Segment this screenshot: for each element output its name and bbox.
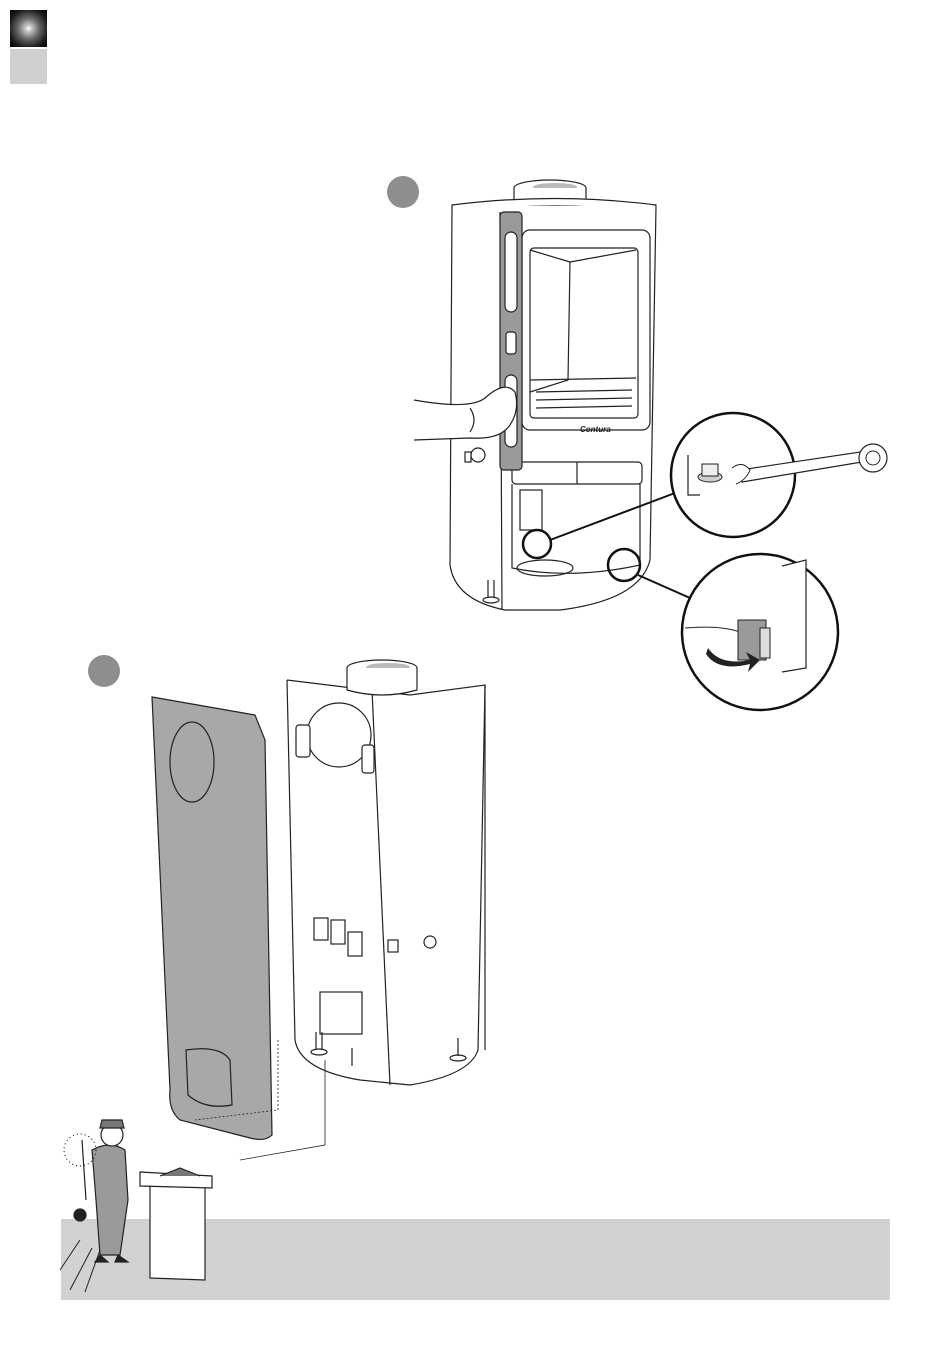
stove-front-illustration — [414, 180, 656, 610]
adjustable-foot-detail — [671, 413, 887, 537]
mounting-bracket-detail — [682, 554, 838, 710]
chimney-sweep-icon — [60, 1120, 212, 1292]
stove-back-illustration — [152, 660, 485, 1160]
callout-line-bracket — [638, 575, 690, 598]
stove-brand-label: Contura — [580, 425, 611, 434]
